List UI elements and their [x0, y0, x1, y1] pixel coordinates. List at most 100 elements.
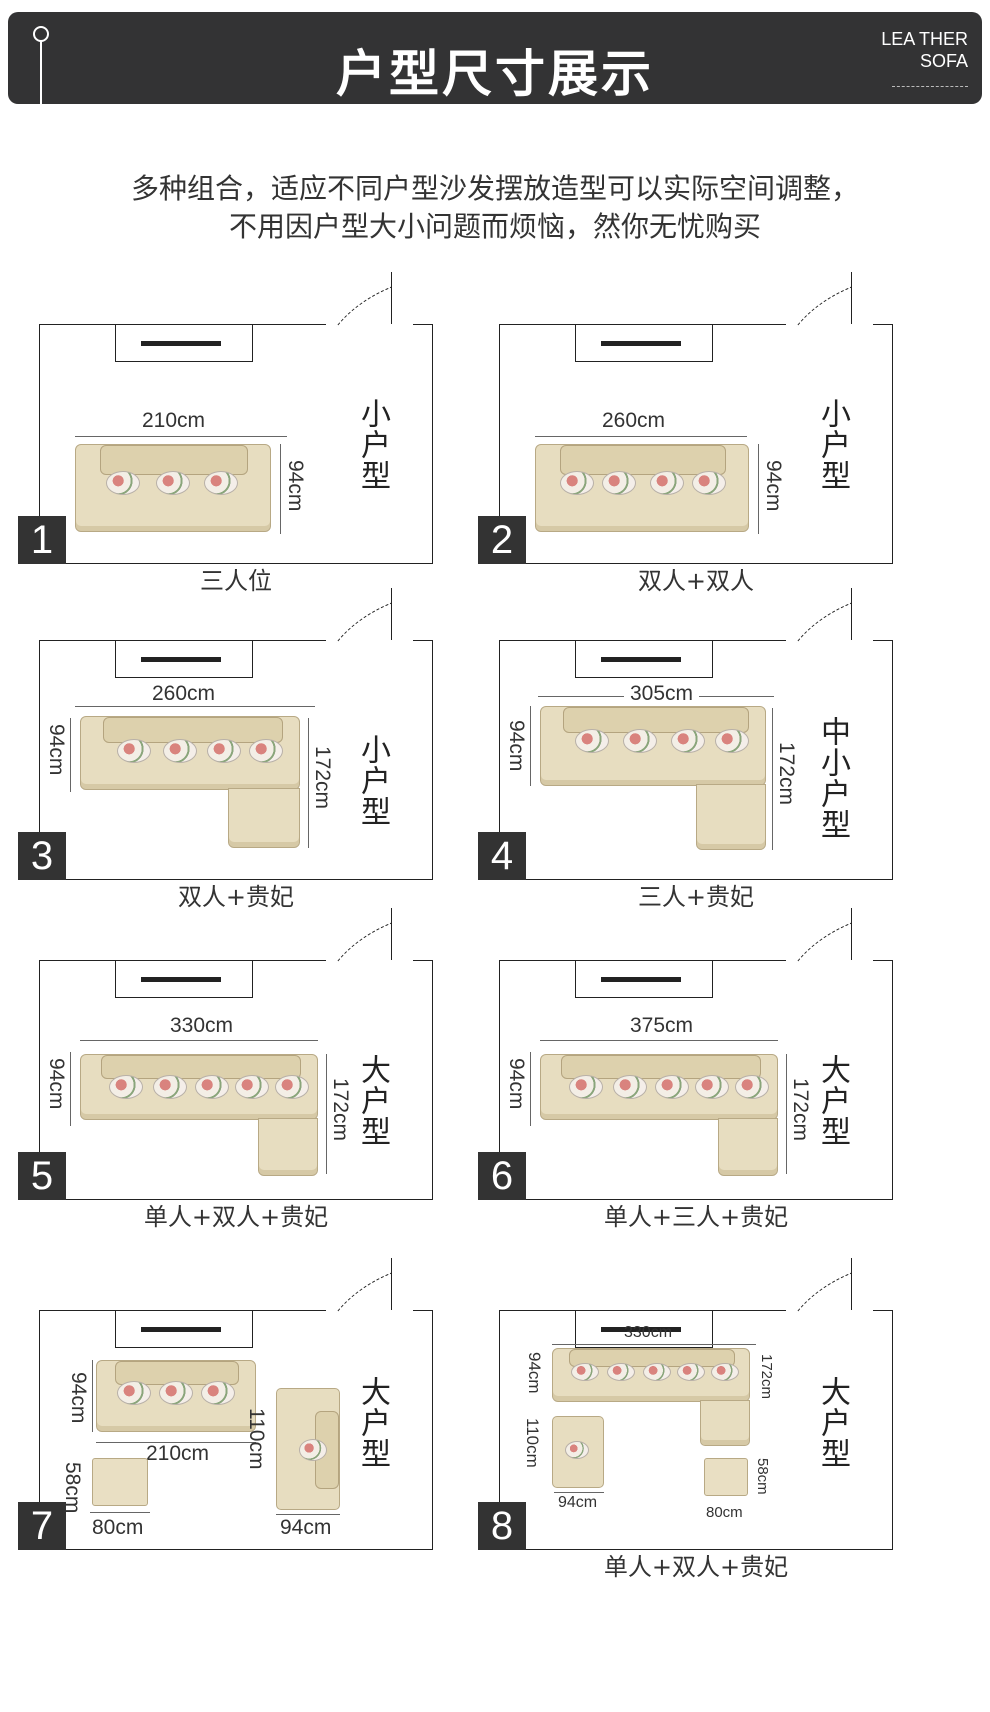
layout-number: 8 [478, 1502, 526, 1550]
width-line [540, 1040, 778, 1041]
layout-panel-5: 大户型 330cm 94cm 172cm 5 单人+双人+贵妃 [18, 898, 488, 1231]
sofa-width-line [96, 1442, 256, 1443]
sofa-chaise [258, 1118, 318, 1176]
width-label: 330cm [624, 1324, 673, 1341]
chaise-label: 172cm [789, 1078, 812, 1142]
chaise-line [772, 708, 773, 850]
chair-depth-label: 110cm [523, 1418, 542, 1468]
sofa-chaise [228, 788, 300, 848]
chaise-line [326, 1054, 327, 1174]
room-outline [39, 960, 433, 1200]
subtitle-line-1: 多种组合，适应不同户型沙发摆放造型可以实际空间调整， [130, 172, 859, 205]
sofa-depth-label: 94cm [67, 1372, 90, 1424]
depth-label: 94cm [505, 720, 528, 772]
depth-line [280, 444, 281, 534]
ottoman-width-label: 80cm [706, 1504, 743, 1521]
door-jamb [851, 272, 852, 324]
tv-cabinet [115, 324, 253, 362]
brand-text: LEA THER SOFA [881, 28, 968, 72]
brand-line-2: SOFA [919, 51, 968, 71]
sofa-one-two-seat-section [80, 1054, 318, 1120]
sofa-three-seat-section [540, 706, 766, 786]
layout-number: 1 [18, 516, 66, 564]
room-outline [499, 960, 893, 1200]
sofa-three-seat [75, 444, 271, 532]
chaise-line [308, 718, 309, 848]
layout-number: 3 [18, 832, 66, 880]
tv-cabinet [115, 640, 253, 678]
layout-panel-7: 大户型 94cm 210cm 58cm 80cm 110cm 94cm 7 [18, 1248, 488, 1578]
layout-caption: 三人位 [200, 567, 272, 595]
tv-cabinet [575, 960, 713, 998]
pin-icon [33, 26, 49, 104]
room-type-label: 大户型 [815, 1376, 850, 1469]
tv-cabinet [575, 1310, 713, 1348]
armchair [552, 1416, 604, 1488]
room-type-label: 小户型 [355, 734, 390, 827]
chaise-line [786, 1054, 787, 1174]
door-jamb [391, 272, 392, 324]
layout-panel-3: 小户型 260cm 94cm 172cm 3 双人+贵妃 [18, 578, 488, 911]
width-label: 305cm [624, 682, 700, 706]
layout-number: 5 [18, 1152, 66, 1200]
width-line [552, 1344, 756, 1345]
tv-icon [601, 1327, 681, 1332]
armchair [276, 1388, 340, 1510]
sofa-chaise [718, 1118, 778, 1176]
subtitle-line-2: 不用因户型大小问题而烦恼，然你无忧购买 [228, 210, 761, 243]
chaise-label: 172cm [775, 742, 798, 806]
chaise-label: 172cm [758, 1354, 775, 1400]
header-banner: 户型尺寸展示 LEA THER SOFA [8, 12, 982, 104]
depth-label: 94cm [762, 460, 785, 512]
layout-caption: 单人+三人+贵妃 [603, 1203, 789, 1231]
tv-icon [141, 341, 221, 346]
sofa-two-seat-section [80, 716, 300, 790]
page-title: 户型尺寸展示 [336, 45, 654, 103]
width-line [75, 706, 315, 707]
sofa-width-label: 210cm [146, 1442, 210, 1465]
sofa-chaise [700, 1400, 750, 1446]
door-jamb [851, 588, 852, 640]
sofa-two-plus-two [535, 444, 749, 532]
tv-cabinet [115, 1310, 253, 1348]
chair-depth-label: 110cm [245, 1408, 268, 1470]
tv-icon [141, 1327, 221, 1332]
layout-panel-1: 小户型 210cm 94cm 1 三人位 [18, 262, 488, 595]
tv-icon [141, 977, 221, 982]
width-label: 210cm [142, 409, 206, 432]
ottoman-width-label: 80cm [92, 1516, 144, 1539]
layout-panel-4: 中小户型 305cm 94cm 172cm 4 三人+贵妃 [478, 578, 948, 911]
door-jamb [851, 908, 852, 960]
brand-underline [892, 86, 968, 87]
room-type-label: 大户型 [815, 1054, 850, 1147]
chaise-label: 172cm [311, 746, 334, 810]
room-outline [39, 1310, 433, 1550]
depth-line [530, 1052, 531, 1126]
door-jamb [391, 1258, 392, 1310]
room-outline [499, 324, 893, 564]
layout-number: 2 [478, 516, 526, 564]
depth-line [530, 706, 531, 786]
width-label: 375cm [630, 1014, 694, 1037]
sofa-one-two-seat-section [552, 1348, 750, 1402]
layout-panel-2: 小户型 260cm 94cm 2 双人+双人 [478, 262, 948, 595]
width-line [75, 436, 287, 437]
tv-cabinet [575, 640, 713, 678]
depth-label: 94cm [525, 1352, 544, 1394]
ottoman [704, 1458, 748, 1496]
layout-number: 6 [478, 1152, 526, 1200]
depth-line [70, 718, 71, 792]
width-label: 330cm [170, 1014, 234, 1037]
ottoman [92, 1458, 148, 1506]
depth-label: 94cm [45, 724, 68, 776]
chaise-label: 172cm [329, 1078, 352, 1142]
room-type-label: 小户型 [815, 398, 850, 491]
ottoman-depth-label: 58cm [754, 1458, 771, 1495]
tv-cabinet [575, 324, 713, 362]
tv-icon [601, 341, 681, 346]
ottoman-width-line [90, 1512, 150, 1513]
sofa-depth-line [92, 1360, 93, 1432]
sofa-chaise [696, 784, 766, 850]
depth-label: 94cm [505, 1058, 528, 1110]
depth-label: 94cm [284, 460, 307, 512]
